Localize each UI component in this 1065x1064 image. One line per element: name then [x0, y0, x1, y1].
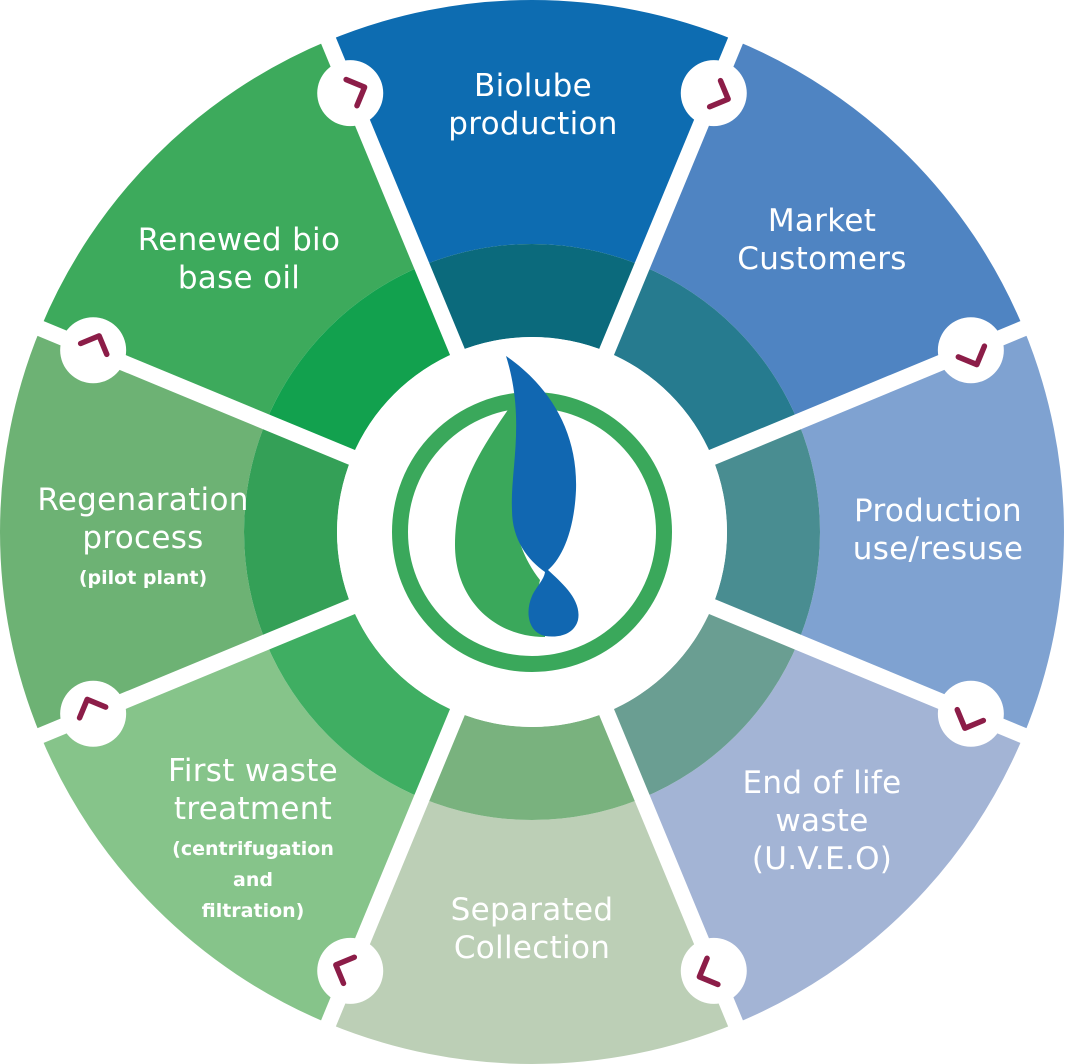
- chevron-stroke: [706, 77, 731, 110]
- drop-green-shape: [455, 392, 545, 637]
- segment-subtitle-line: (pilot plant): [79, 567, 207, 589]
- chevron-arrow-icon: [60, 680, 127, 747]
- segment-outer[interactable]: [642, 40, 1024, 422]
- chevron-stroke: [696, 955, 721, 988]
- connector-circle: [680, 60, 747, 127]
- chevron-arrow-icon: [60, 317, 127, 384]
- connector-circle: [317, 937, 384, 1004]
- chevron-stroke: [955, 343, 988, 368]
- segment[interactable]: [40, 606, 458, 1024]
- chevron-arrow-icon: [680, 60, 747, 127]
- segment-title-line: waste: [775, 803, 868, 839]
- segment-outer[interactable]: [0, 328, 266, 736]
- connector-circle: [317, 60, 384, 127]
- segment-title-line: Separated: [451, 892, 614, 928]
- segment-inner[interactable]: [265, 606, 458, 799]
- chevron-stroke: [333, 954, 358, 987]
- chevron-arrow-icon: [317, 60, 384, 127]
- segment[interactable]: [40, 40, 458, 458]
- segment-title-line: process: [82, 520, 203, 556]
- segment-inner[interactable]: [606, 265, 799, 458]
- segment-title-line: Regenaration: [37, 482, 248, 518]
- segment-outer[interactable]: [328, 798, 736, 1064]
- segment-title-line: production: [448, 106, 617, 142]
- segment-title-line: treatment: [174, 791, 332, 827]
- segment-outer[interactable]: [40, 642, 422, 1024]
- chevron-stroke: [76, 696, 109, 721]
- segment-title-line: Customers: [737, 241, 906, 277]
- segment-subtitle-line: and: [233, 869, 273, 891]
- segment[interactable]: [0, 328, 352, 736]
- connector-circle: [680, 937, 747, 1004]
- segment[interactable]: [328, 712, 736, 1064]
- segment-title-line: Biolube: [474, 68, 592, 104]
- segment-title-line: (U.V.E.O): [752, 841, 892, 877]
- segment-inner[interactable]: [606, 606, 799, 799]
- segment[interactable]: [606, 40, 1024, 458]
- chevron-arrow-icon: [937, 680, 1004, 747]
- chevron-arrow-icon: [937, 317, 1004, 384]
- segment-inner[interactable]: [712, 421, 820, 643]
- segment-inner[interactable]: [421, 244, 643, 352]
- segment-title-line: Production: [854, 493, 1022, 529]
- segment-title-line: Renewed bio: [138, 222, 340, 258]
- segment-title-line: Market: [768, 203, 876, 239]
- segment-outer[interactable]: [642, 642, 1024, 1024]
- segment-title-line: First waste: [168, 753, 338, 789]
- segment-title-line: Collection: [454, 930, 610, 966]
- segment-outer[interactable]: [40, 40, 422, 422]
- connector-circle: [937, 317, 1004, 384]
- connector-circle: [937, 680, 1004, 747]
- chevron-arrow-icon: [680, 937, 747, 1004]
- segment-outer[interactable]: [328, 0, 736, 266]
- segment[interactable]: [328, 0, 736, 352]
- segment-inner[interactable]: [421, 712, 643, 820]
- segment-inner[interactable]: [265, 265, 458, 458]
- drop-blue-shape: [506, 356, 579, 637]
- segment[interactable]: [712, 328, 1064, 736]
- segment-subtitle-line: filtration): [202, 900, 305, 922]
- chevron-stroke: [343, 76, 368, 109]
- connector-circle: [60, 317, 127, 384]
- segment-title-line: use/resuse: [853, 531, 1023, 567]
- segment-subtitle-line: (centrifugation: [172, 838, 334, 860]
- chevron-stroke: [954, 706, 987, 731]
- chevron-arrow-icon: [317, 937, 384, 1004]
- segment-inner[interactable]: [244, 421, 352, 643]
- segment-outer[interactable]: [798, 328, 1064, 736]
- segment[interactable]: [606, 606, 1024, 1024]
- connector-circle: [60, 680, 127, 747]
- segment-title-line: base oil: [178, 260, 300, 296]
- drop-logo-icon: [455, 356, 579, 637]
- segment-title-line: End of life: [742, 765, 901, 801]
- chevron-stroke: [77, 333, 110, 358]
